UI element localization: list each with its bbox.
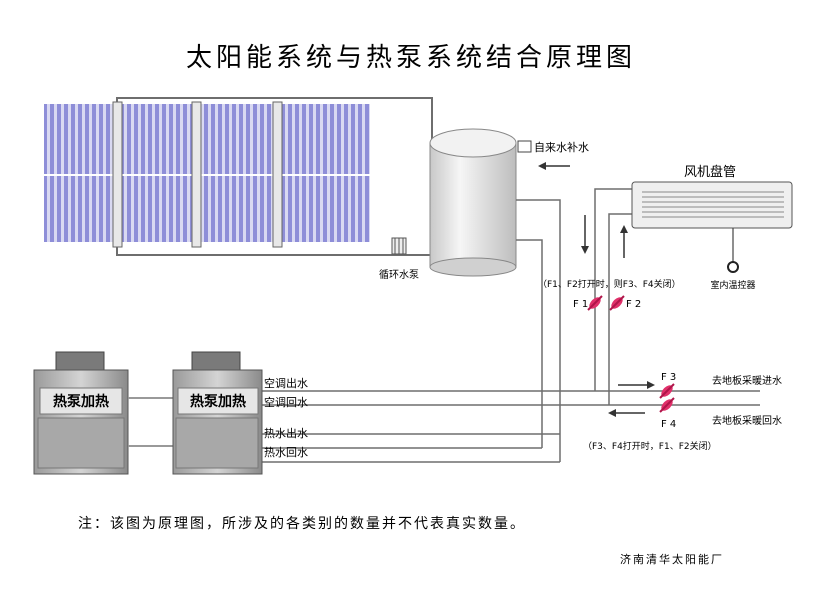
tank-supply-pipe [516,199,561,462]
tank-bottom [429,257,517,277]
ac-out-label: 空调出水 [264,376,308,390]
valve-f1-label: F 1 [573,299,588,310]
heat-pump-right-label: 热泵加热 [190,393,246,410]
collector-header-right [272,101,283,248]
valve-f4-label: F 4 [661,419,676,430]
collector-outlet-pipe [116,97,433,145]
solar-collector-array [44,101,370,248]
tank-heatpump-pipes [262,199,561,463]
collector-header-mid [191,101,202,248]
up-flow-arrow [620,225,628,258]
mains-water-label: 自来水补水 [534,141,589,154]
disclaimer-note: 注：该图为原理图，所涉及的各类别的数量并不代表真实数量。 [78,516,526,532]
mains-inflow-arrow [538,162,570,170]
collector-header-left [112,101,123,248]
down-flow-arrow [581,215,589,254]
company-name: 济南清华太阳能厂 [620,552,724,566]
valve-f2-icon [609,295,625,311]
mains-inlet-box [517,140,532,153]
floor-return-label: 去地板采暖回水 [712,414,782,427]
fan-mode-note: （F1、F2打开时，则F3、F4关闭） [538,278,681,290]
circulation-pump-icon [391,237,407,255]
floor-return-arrow [608,409,645,417]
tank-body [429,142,517,268]
fan-coil-body [631,181,793,229]
fan-coil-label: 风机盘管 [684,164,736,180]
valve-f4-icon [659,397,675,413]
collector-row-upper [44,104,370,174]
floor-supply-arrow [618,381,655,389]
hot-water-out-label: 热水出水 [264,426,308,440]
diagram-title: 太阳能系统与热泵系统结合原理图 [186,43,636,73]
valve-f2-label: F 2 [626,299,641,310]
floor-mode-note: （F3、F4打开时，F1、F2关闭） [583,440,717,452]
thermostat-label: 室内温控器 [710,279,755,291]
heat-pump-unit-left [33,351,175,475]
tank-return-pipe [516,239,543,448]
fan-coil-supply-pipe [594,188,632,391]
heat-pump-unit-right [172,351,263,475]
ac-circuit-pipes [262,188,760,406]
collector-row-lower [44,176,370,242]
floor-supply-label: 去地板采暖进水 [712,374,782,387]
circulation-pump-label: 循环水泵 [379,268,419,281]
storage-tank [429,128,517,277]
fan-coil-unit [631,181,793,229]
valve-f3-label: F 3 [661,372,676,383]
hot-water-return-label: 热水回水 [264,446,308,459]
thermostat-icon [727,261,739,273]
tank-top [429,128,517,158]
solar-loop-pipes [116,97,433,256]
ac-return-label: 空调回水 [264,395,308,409]
valve-f3-icon [659,383,675,399]
collector-return-pipe [116,247,430,256]
fan-coil-return-pipe [608,213,632,405]
heat-pump-left-label: 热泵加热 [53,393,109,410]
valve-f1-icon [587,295,603,311]
